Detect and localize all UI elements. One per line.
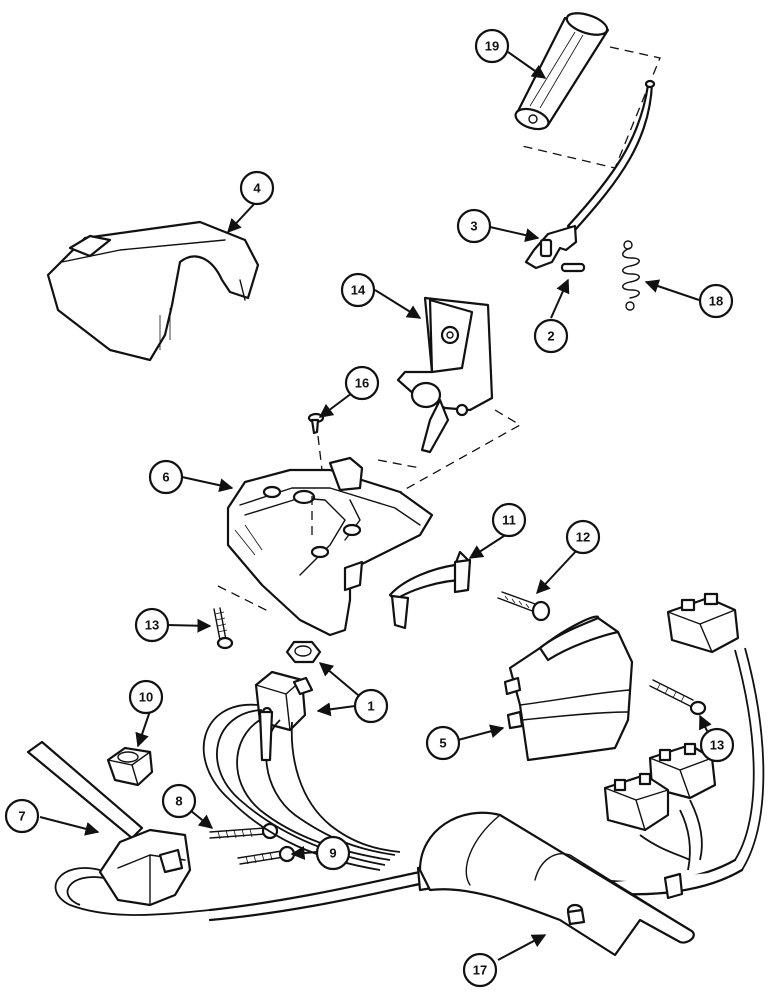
leader-5	[457, 724, 505, 741]
leader-17	[497, 934, 547, 961]
leader-12	[536, 548, 579, 595]
leader-19	[507, 51, 547, 79]
svg-text:19: 19	[485, 39, 499, 54]
svg-text:17: 17	[473, 963, 487, 978]
part-19-handle-grip	[514, 12, 610, 131]
assembly-line-6	[311, 435, 323, 540]
part-9-screw	[237, 845, 296, 865]
callout-16: 16	[344, 365, 380, 401]
svg-text:12: 12	[576, 530, 590, 545]
callout-6: 6	[148, 459, 184, 495]
part-10-plug	[106, 746, 154, 787]
callout-4: 4	[239, 170, 275, 206]
svg-text:3: 3	[470, 219, 477, 234]
svg-text:4: 4	[253, 181, 261, 196]
leader-7	[39, 816, 100, 836]
svg-text:11: 11	[502, 513, 516, 528]
svg-text:16: 16	[355, 376, 369, 391]
callout-13-left: 13	[134, 607, 170, 643]
leader-16	[318, 392, 353, 418]
svg-text:6: 6	[162, 470, 169, 485]
part-13-screw-left	[213, 607, 234, 650]
assembly-line-14b	[377, 459, 421, 469]
leader-10	[135, 710, 151, 748]
svg-text:7: 7	[18, 809, 25, 824]
callout-12: 12	[565, 519, 601, 555]
part-4-upper-shroud	[46, 220, 260, 362]
part-11-clamp	[388, 550, 472, 630]
leader-1-nut	[318, 662, 359, 696]
callout-11: 11	[491, 502, 527, 538]
part-3-control-rod	[524, 79, 656, 270]
part-18-spring	[622, 240, 640, 311]
part-5-lower-shroud	[503, 615, 634, 762]
svg-text:13: 13	[710, 738, 724, 753]
svg-text:2: 2	[547, 329, 554, 344]
assembly-line-13	[217, 585, 271, 613]
leader-1-switch	[316, 702, 356, 717]
callout-7: 7	[4, 798, 40, 834]
svg-text:13: 13	[145, 618, 159, 633]
callout-13-right: 13	[699, 727, 735, 763]
leader-14	[374, 289, 422, 319]
leader-18	[644, 279, 700, 301]
assembly-line-14a	[394, 409, 522, 496]
callout-8: 8	[161, 783, 197, 819]
part-2-pin	[560, 262, 586, 273]
leader-6	[181, 476, 234, 493]
part-12-screw	[497, 591, 551, 622]
part-7-multifunction-switch	[26, 740, 211, 916]
svg-text:14: 14	[351, 283, 366, 298]
svg-text:5: 5	[439, 736, 446, 751]
part-1-nut	[285, 640, 322, 664]
callout-5: 5	[425, 725, 461, 761]
leader-13-left	[166, 618, 212, 633]
callout-19: 19	[474, 28, 510, 64]
svg-text:1: 1	[367, 699, 374, 714]
callout-14: 14	[340, 272, 376, 308]
svg-text:18: 18	[709, 294, 723, 309]
svg-text:8: 8	[175, 794, 182, 809]
callout-10: 10	[128, 679, 164, 715]
part-14-bracket	[396, 296, 494, 454]
leader-9	[290, 846, 318, 860]
callout-3: 3	[456, 208, 492, 244]
svg-text:10: 10	[139, 690, 153, 705]
part-17-harness-cover	[418, 811, 695, 957]
callout-18: 18	[698, 283, 734, 319]
svg-text:9: 9	[329, 846, 336, 861]
callout-1: 1	[353, 688, 389, 724]
leader-11	[468, 533, 508, 559]
part-6-switch-housing	[226, 456, 434, 637]
leader-2	[550, 278, 570, 319]
leader-3	[489, 226, 540, 243]
assembly-line-19	[517, 46, 661, 169]
callout-2: 2	[533, 318, 569, 354]
connector-lower	[603, 772, 670, 832]
callout-17: 17	[462, 952, 498, 988]
part-8-screw	[209, 822, 279, 840]
callout-9: 9	[315, 835, 351, 871]
leader-4	[227, 202, 256, 234]
connector-upper	[666, 592, 740, 654]
part-13-screw-right	[649, 679, 707, 716]
